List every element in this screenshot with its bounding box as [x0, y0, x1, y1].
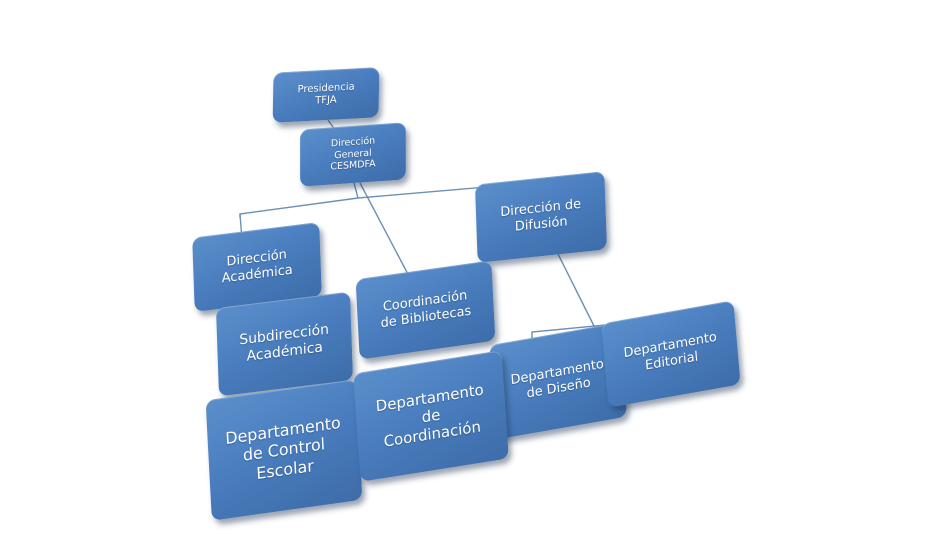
- node-departamento-editorial-label: Departamento Editorial: [623, 330, 718, 374]
- node-subdireccion-academica-label: Subdirección Académica: [239, 321, 330, 365]
- node-presidencia-label: Presidencia TFJA: [297, 81, 355, 107]
- node-direccion-difusion: Dirección de Difusión: [474, 171, 608, 263]
- node-direccion-academica-label: Dirección Académica: [221, 247, 293, 287]
- node-direccion-difusion-label: Dirección de Difusión: [500, 197, 582, 235]
- node-departamento-control-escolar: Departamento de Control Escolar: [205, 379, 363, 521]
- connector-difusion-bus: [555, 249, 596, 329]
- node-coordinacion-bibliotecas-label: Coordinación de Bibliotecas: [380, 288, 472, 332]
- node-presidencia: Presidencia TFJA: [272, 67, 380, 123]
- node-departamento-coordinacion-label: Departamento de Coordinación: [375, 380, 485, 451]
- connector-direccion-general-bibliotecas: [359, 182, 411, 279]
- node-direccion-general: Dirección General CESMDFA: [300, 122, 406, 187]
- node-direccion-general-label: Dirección General CESMDFA: [330, 135, 376, 173]
- node-subdireccion-academica: Subdirección Académica: [215, 291, 354, 397]
- connector-direccion-general-bus: [353, 182, 359, 199]
- node-departamento-diseno-label: Departamento de Diseño: [510, 357, 605, 402]
- node-departamento-control-escolar-label: Departamento de Control Escolar: [224, 413, 342, 483]
